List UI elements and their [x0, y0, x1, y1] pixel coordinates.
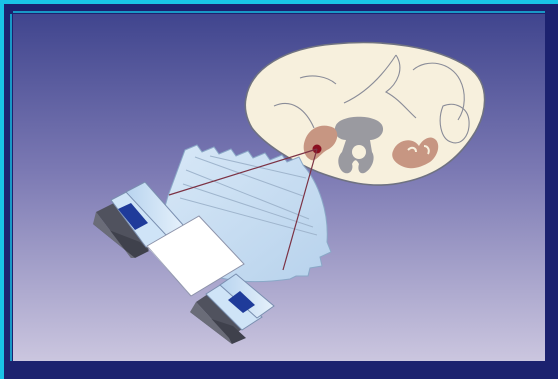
- ultrasound-diagram: [0, 0, 558, 379]
- diagram-stage: [0, 0, 558, 379]
